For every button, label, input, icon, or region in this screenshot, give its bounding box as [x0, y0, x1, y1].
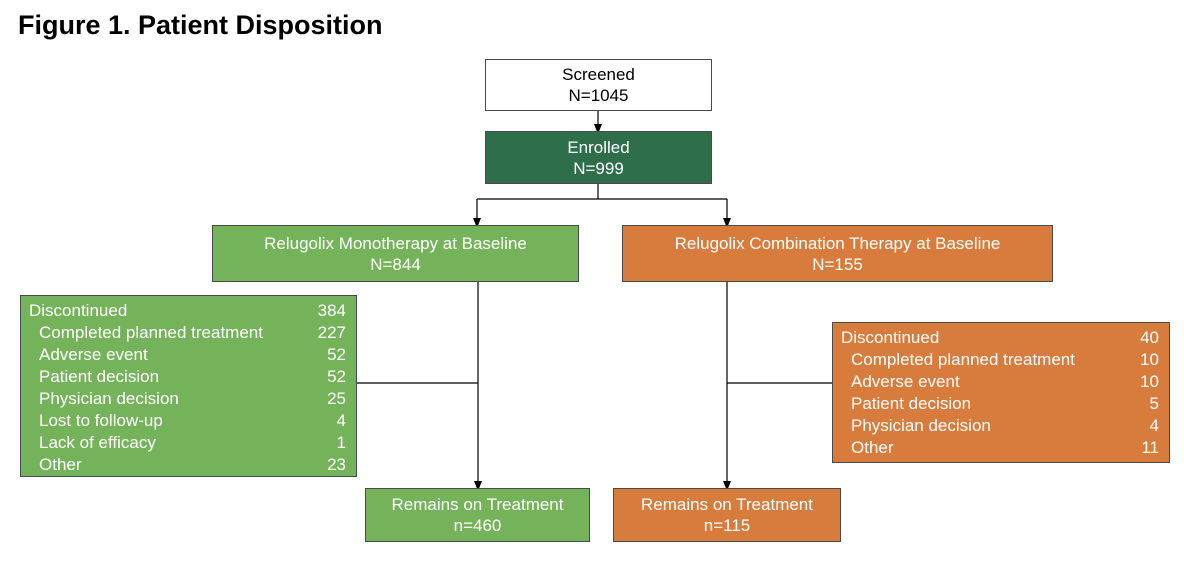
row-label: Patient decision	[39, 367, 160, 386]
combination-remains-box: Remains on Treatment n=115	[613, 488, 841, 542]
row-value: 10	[1140, 372, 1159, 391]
row-value: 4	[336, 411, 346, 430]
monotherapy-label: Relugolix Monotherapy at Baseline	[264, 233, 527, 253]
enrolled-box: Enrolled N=999	[485, 131, 712, 184]
row-value: 10	[1140, 350, 1159, 369]
row-value: 11	[1141, 438, 1159, 457]
row-value: 384	[317, 301, 346, 320]
row-label: Lost to follow-up	[39, 411, 163, 430]
screened-count: N=1045	[568, 86, 629, 105]
row-label: Adverse event	[851, 372, 960, 391]
row-label: Other	[39, 455, 82, 474]
discontinued-row: Patient decision 5	[841, 393, 1159, 415]
monotherapy-count: N=844	[370, 254, 421, 274]
combination-remains-label: Remains on Treatment	[641, 495, 813, 514]
row-value: 52	[327, 345, 346, 364]
row-value: 227	[317, 323, 346, 342]
discontinued-row: Lack of efficacy 1	[29, 432, 346, 454]
monotherapy-remains-box: Remains on Treatment n=460	[365, 488, 590, 542]
discontinued-row: Lost to follow-up 4	[29, 410, 346, 432]
combination-count: N=155	[812, 254, 863, 274]
row-label: Completed planned treatment	[851, 350, 1075, 369]
monotherapy-remains-count: n=460	[453, 516, 502, 535]
discontinued-row: Discontinued 40	[841, 327, 1159, 349]
row-label: Adverse event	[39, 345, 148, 364]
row-label: Patient decision	[851, 394, 972, 413]
figure-title: Figure 1. Patient Disposition	[18, 10, 383, 40]
screened-label: Screened	[562, 65, 635, 84]
row-value: 25	[327, 389, 346, 408]
row-value: 23	[327, 455, 346, 474]
discontinued-row: Other 11	[841, 437, 1159, 459]
enrolled-label: Enrolled	[567, 137, 630, 157]
row-label: Completed planned treatment	[39, 323, 263, 342]
discontinued-row: Physician decision 4	[841, 415, 1159, 437]
monotherapy-discontinued-box: Discontinued 384 Completed planned treat…	[20, 295, 357, 477]
discontinued-row: Completed planned treatment 10	[841, 349, 1159, 371]
discontinued-row: Adverse event 10	[841, 371, 1159, 393]
row-value: 52	[327, 367, 346, 386]
monotherapy-box: Relugolix Monotherapy at Baseline N=844	[212, 225, 579, 282]
row-label: Physician decision	[851, 416, 991, 435]
enrolled-count: N=999	[573, 158, 624, 178]
discontinued-row: Completed planned treatment 227	[29, 322, 346, 344]
discontinued-row: Physician decision 25	[29, 388, 346, 410]
combination-box: Relugolix Combination Therapy at Baselin…	[622, 225, 1053, 282]
combination-remains-count: n=115	[703, 516, 751, 535]
row-value: 40	[1140, 328, 1159, 347]
discontinued-row: Other 23	[29, 454, 346, 476]
discontinued-row: Adverse event 52	[29, 344, 346, 366]
row-value: 1	[336, 433, 346, 452]
row-label: Discontinued	[29, 301, 128, 320]
row-value: 4	[1149, 416, 1159, 435]
row-value: 5	[1149, 394, 1159, 413]
monotherapy-remains-label: Remains on Treatment	[391, 495, 564, 514]
combination-label: Relugolix Combination Therapy at Baselin…	[674, 233, 1001, 253]
combination-discontinued-box: Discontinued 40 Completed planned treatm…	[832, 322, 1170, 463]
row-label: Discontinued	[841, 328, 940, 347]
discontinued-row: Discontinued 384	[29, 300, 346, 322]
row-label: Physician decision	[39, 389, 179, 408]
row-label: Other	[851, 438, 894, 457]
row-label: Lack of efficacy	[39, 433, 156, 452]
screened-box: Screened N=1045	[485, 59, 712, 111]
discontinued-row: Patient decision 52	[29, 366, 346, 388]
